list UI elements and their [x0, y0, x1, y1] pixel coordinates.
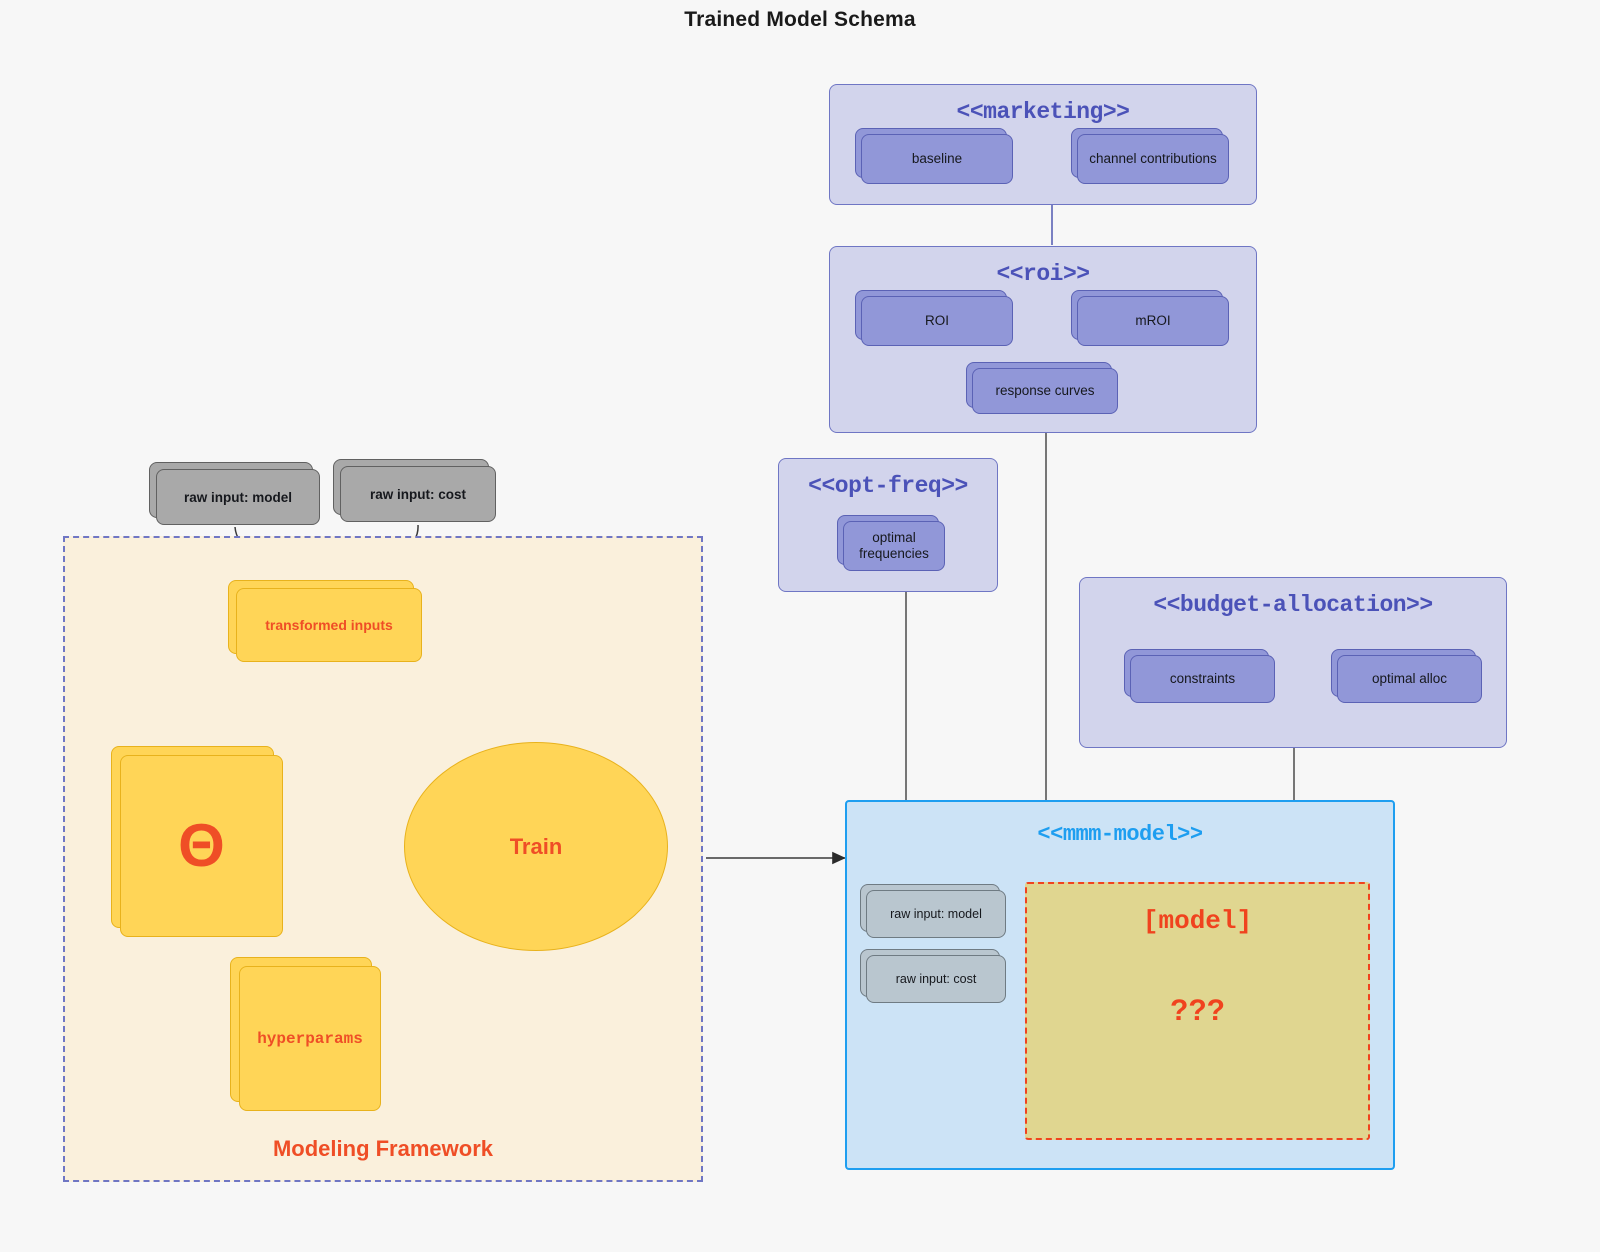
node-theta[interactable]: Θ — [111, 746, 283, 937]
node-optimal-frequencies-label: optimal frequencies — [843, 521, 945, 571]
node-optimal-frequencies-line2: frequencies — [859, 546, 929, 561]
node-train[interactable]: Train — [404, 742, 668, 951]
node-hyperparams-label: hyperparams — [239, 966, 381, 1111]
node-mmm-raw-input-cost[interactable]: raw input: cost — [860, 949, 1006, 1003]
package-budget-allocation-title: <<budget-allocation>> — [1153, 592, 1433, 618]
page-title: Trained Model Schema — [684, 8, 916, 31]
node-raw-input-model[interactable]: raw input: model — [149, 462, 320, 525]
node-mmm-raw-input-cost-label: raw input: cost — [866, 955, 1006, 1003]
node-optimal-frequencies-line1: optimal — [872, 529, 916, 545]
model-placeholder-label: [model] — [1142, 906, 1253, 936]
node-transformed-inputs-label: transformed inputs — [236, 588, 422, 662]
node-roi[interactable]: ROI — [855, 290, 1013, 346]
node-raw-input-cost-label: raw input: cost — [340, 466, 496, 522]
node-mroi[interactable]: mROI — [1071, 290, 1229, 346]
node-roi-label: ROI — [861, 296, 1013, 346]
node-baseline-label: baseline — [861, 134, 1013, 184]
node-mmm-raw-input-model[interactable]: raw input: model — [860, 884, 1006, 938]
node-constraints[interactable]: constraints — [1124, 649, 1275, 703]
node-mmm-raw-input-model-label: raw input: model — [866, 890, 1006, 938]
package-roi-title: <<roi>> — [996, 261, 1090, 287]
modeling-framework-label: Modeling Framework — [272, 1136, 494, 1161]
package-marketing-title: <<marketing>> — [956, 99, 1130, 125]
model-placeholder-unknown: ??? — [1170, 994, 1225, 1027]
package-mmm-model-title: <<mmm-model>> — [1037, 822, 1203, 847]
theta-icon: Θ — [178, 812, 225, 879]
node-optimal-alloc[interactable]: optimal alloc — [1331, 649, 1482, 703]
node-theta-symbol: Θ — [120, 755, 283, 937]
node-mroi-label: mROI — [1077, 296, 1229, 346]
node-train-label: Train — [509, 833, 563, 859]
node-baseline[interactable]: baseline — [855, 128, 1013, 184]
node-constraints-label: constraints — [1130, 655, 1275, 703]
node-response-curves-label: response curves — [972, 368, 1118, 414]
node-transformed-inputs[interactable]: transformed inputs — [228, 580, 422, 662]
node-raw-input-model-label: raw input: model — [156, 469, 320, 525]
node-raw-input-cost[interactable]: raw input: cost — [333, 459, 496, 522]
node-channel-contributions-label: channel contributions — [1077, 134, 1229, 184]
package-opt-freq-title: <<opt-freq>> — [808, 473, 968, 499]
node-optimal-alloc-label: optimal alloc — [1337, 655, 1482, 703]
model-placeholder[interactable]: [model] ??? — [1025, 882, 1370, 1140]
node-hyperparams[interactable]: hyperparams — [230, 957, 381, 1111]
node-optimal-frequencies[interactable]: optimal frequencies — [837, 515, 945, 571]
node-response-curves[interactable]: response curves — [966, 362, 1118, 414]
node-channel-contributions[interactable]: channel contributions — [1071, 128, 1229, 184]
